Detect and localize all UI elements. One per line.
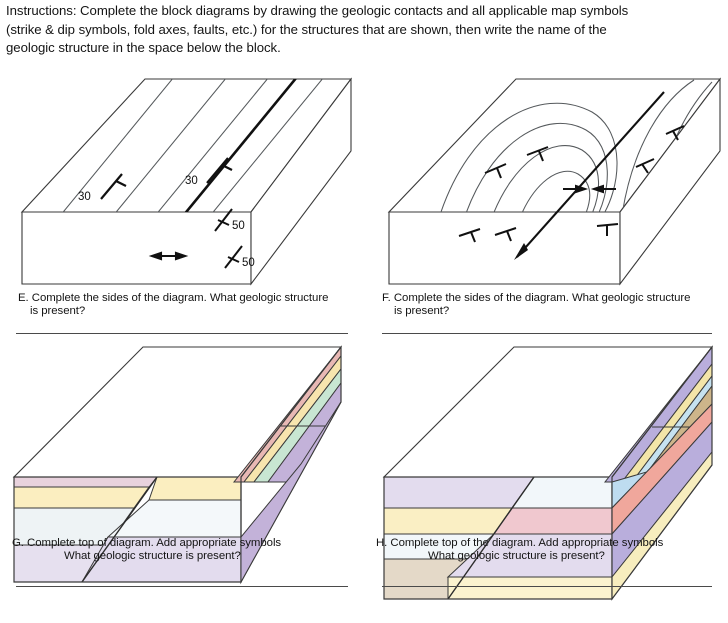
- answer-rule-g[interactable]: [16, 586, 348, 587]
- strike-dip-symbol-f4: [494, 227, 517, 242]
- fold-axis-line: [514, 91, 665, 260]
- strike-dip-symbol-3: [214, 208, 233, 232]
- strike-dip-symbol-2: [206, 157, 233, 184]
- strike-dip-symbol-f1: [484, 163, 507, 179]
- strike-dip-symbol-f5: [596, 223, 619, 236]
- strike-dip-label-3: 50: [232, 220, 245, 232]
- fault-trace-g: [81, 476, 158, 583]
- answer-rule-h[interactable]: [382, 586, 712, 587]
- strike-dip-symbol-f2: [526, 146, 549, 162]
- strike-dip-symbol-1: [100, 173, 127, 200]
- syncline-arrows-symbol: [563, 184, 616, 194]
- block-h-right-lower-layers: [611, 402, 713, 601]
- caption-e-line-2: is present?: [30, 305, 86, 318]
- caption-h-line-2: What geologic structure is present?: [428, 550, 605, 563]
- caption-g-line-2: What geologic structure is present?: [64, 550, 241, 563]
- layer-g-l1: [13, 476, 159, 488]
- instructions-line-3: geologic structure in the space below th…: [6, 40, 281, 56]
- strike-dip-symbol-f6: [635, 158, 655, 174]
- caption-f-line-1: F. Complete the sides of the diagram. Wh…: [382, 292, 691, 304]
- caption-f: F. Complete the sides of the diagram. Wh…: [382, 292, 691, 319]
- block-h-front-right-layers: [446, 476, 613, 600]
- instructions-line-1: Instructions: Complete the block diagram…: [6, 3, 629, 18]
- block-diagram-g: [0, 322, 364, 623]
- strike-dip-symbol-f3: [458, 228, 481, 243]
- block-diagram-e: 30 30 50 50: [0, 72, 364, 312]
- caption-h-line-1: H. Complete top of the diagram. Add appr…: [376, 537, 664, 549]
- block-diagram-f: [364, 72, 728, 312]
- fault-trace-h: [447, 476, 535, 600]
- block-f-front-face: [388, 211, 621, 285]
- block-e-axial-trace: [176, 79, 308, 212]
- caption-h: H. Complete top of the diagram. Add appr…: [376, 537, 663, 564]
- layer-g-l2: [13, 486, 150, 509]
- instructions-line-2: (strike & dip symbols, fold axes, faults…: [6, 21, 607, 37]
- layer-h-r4: [447, 576, 613, 600]
- caption-g: G. Complete top of diagram. Add appropri…: [12, 537, 281, 564]
- divider-rule-left: [16, 333, 348, 334]
- layer-h-l2: [383, 507, 513, 535]
- instructions-text: Instructions: Complete the block diagram…: [6, 2, 722, 58]
- strike-dip-symbol-f7: [665, 125, 685, 141]
- strike-dip-symbol-4: [224, 245, 243, 269]
- caption-f-line-2: is present?: [394, 305, 450, 318]
- block-g-front-right-layers: [81, 476, 242, 583]
- layer-g-r1: [148, 476, 242, 501]
- strike-dip-label-1: 30: [78, 191, 91, 203]
- strike-dip-label-2: 30: [185, 175, 198, 187]
- caption-e: E. Complete the sides of the diagram. Wh…: [18, 292, 328, 319]
- layer-h-l1: [383, 476, 535, 509]
- block-diagram-h: [364, 322, 728, 623]
- block-e-right-face: [250, 77, 352, 286]
- block-f-strike-dip-symbols: [458, 125, 685, 243]
- divider-rule-right: [382, 333, 712, 334]
- layer-h-r2: [493, 507, 613, 535]
- block-h-right-outline: [611, 345, 713, 601]
- block-f-right-face: [619, 77, 721, 286]
- caption-e-line-1: E. Complete the sides of the diagram. Wh…: [18, 292, 329, 304]
- anticline-arrows-symbol: [148, 251, 189, 261]
- strike-dip-label-4: 50: [242, 257, 255, 269]
- caption-g-line-1: G. Complete top of diagram. Add appropri…: [12, 537, 282, 549]
- block-e-front-face: [21, 211, 252, 285]
- block-h-front-left-layers: [383, 476, 535, 600]
- layer-g-s5: [240, 401, 342, 584]
